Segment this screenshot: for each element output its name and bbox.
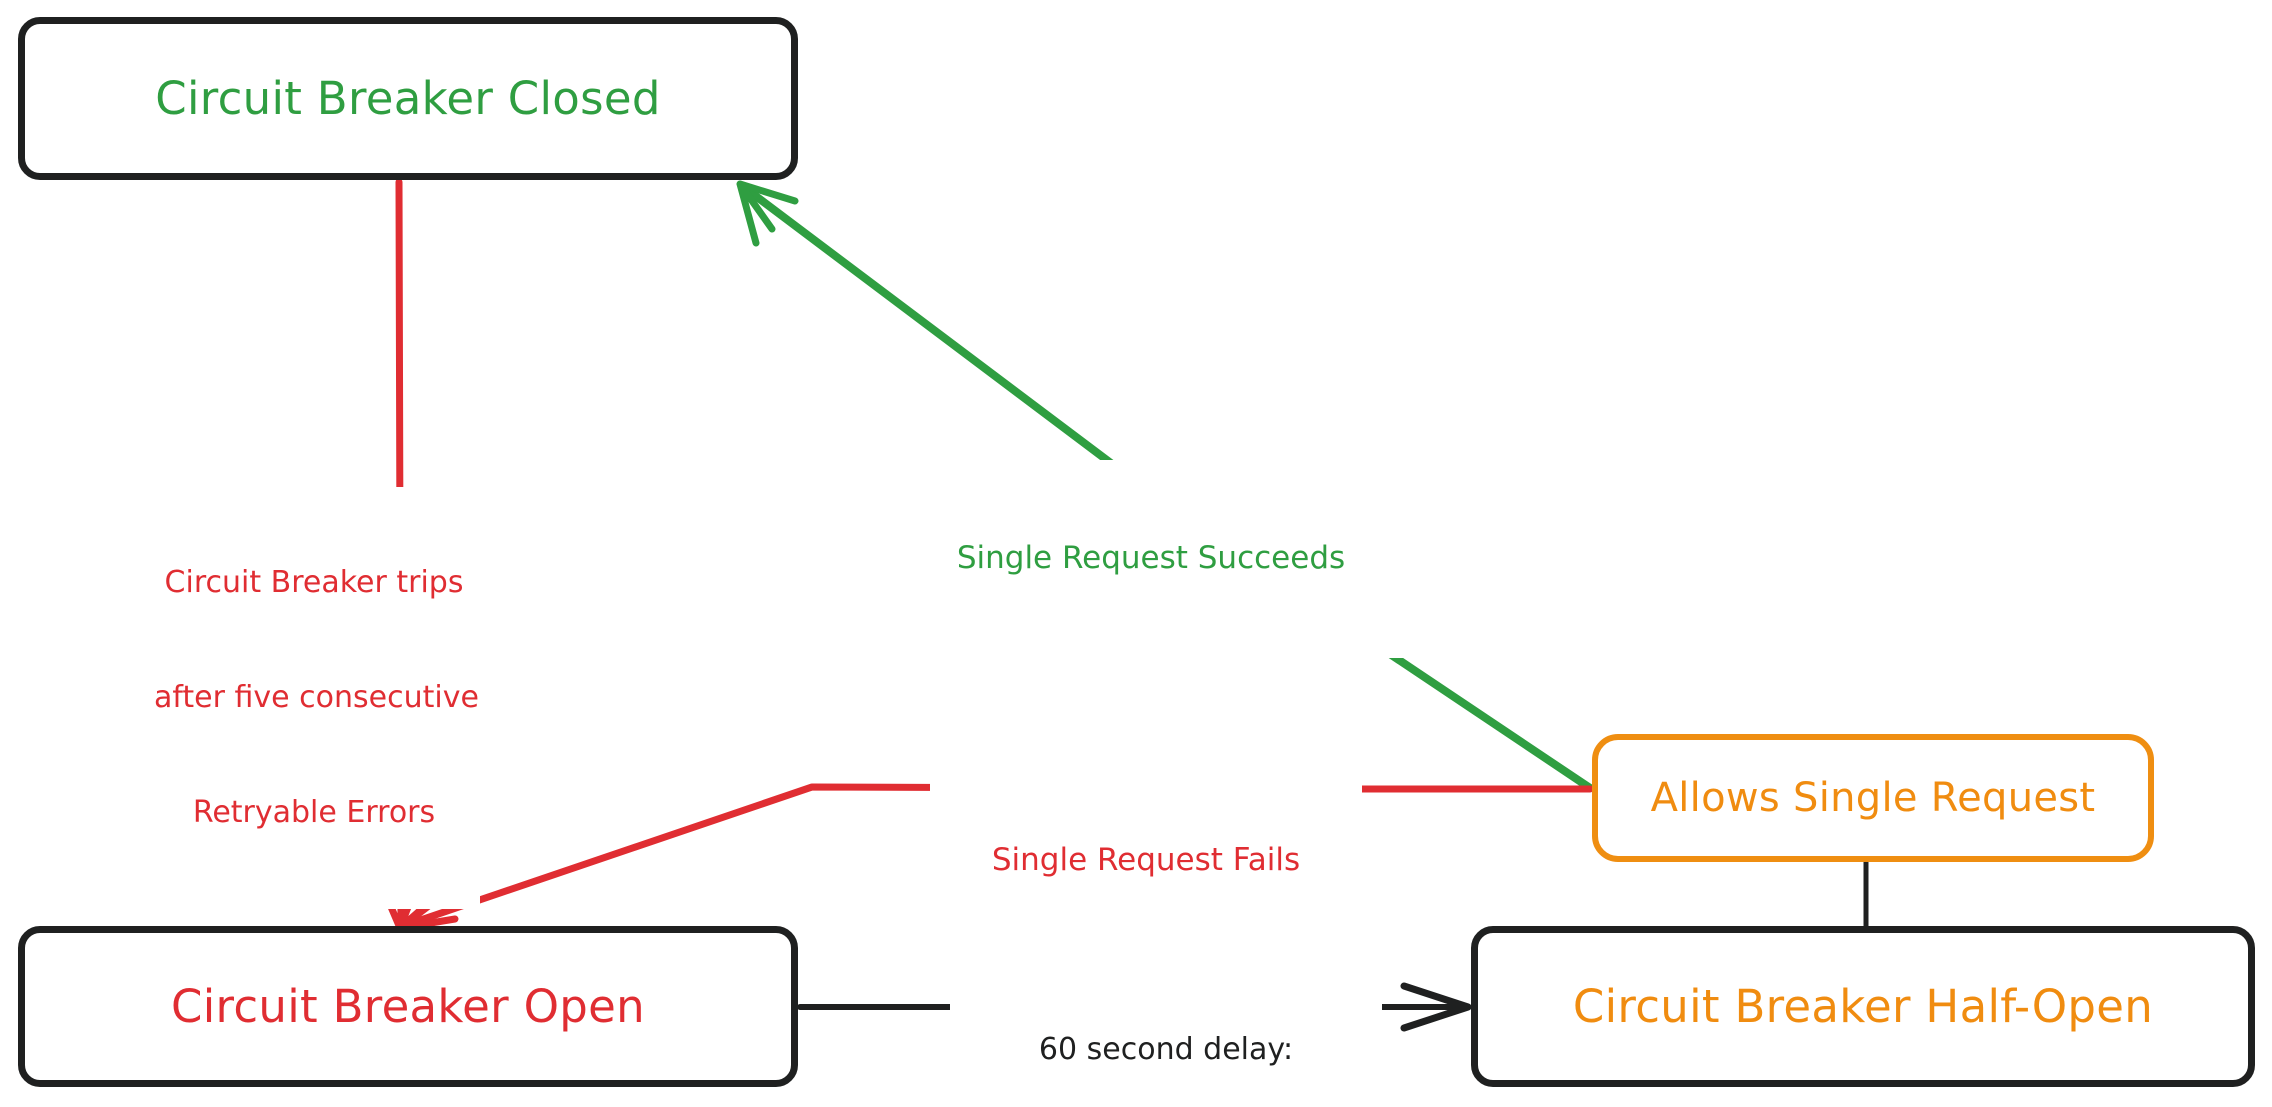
edge-label-line: 60 second delay: [1038, 1031, 1294, 1067]
node-label-circuit-breaker-closed: Circuit Breaker Closed [155, 71, 661, 125]
arrowhead-open-to-half-open [1400, 982, 1472, 1032]
node-label-circuit-breaker-half-open: Circuit Breaker Half-Open [1572, 979, 2154, 1033]
node-label-allows-single-request: Allows Single Request [1650, 775, 2096, 821]
edge-label-open-to-half-open: 60 second delay: No requests allowed [950, 954, 1382, 1107]
edge-label-closed-to-open: Circuit Breaker trips after five consecu… [148, 487, 480, 910]
node-circuit-breaker-open[interactable]: Circuit Breaker Open [18, 926, 798, 1087]
edge-label-line: Retryable Errors [192, 795, 436, 831]
node-circuit-breaker-closed[interactable]: Circuit Breaker Closed [18, 17, 798, 180]
edge-label-line: after five consecutive [154, 679, 479, 715]
edge-label-allows-to-closed: Single Request Succeeds [890, 460, 1412, 659]
edge-label-line: Single Request Fails [991, 842, 1301, 879]
node-allows-single-request[interactable]: Allows Single Request [1592, 734, 2154, 862]
arrowhead-allows-to-closed [736, 180, 799, 247]
node-circuit-breaker-half-open[interactable]: Circuit Breaker Half-Open [1471, 926, 2255, 1087]
node-label-circuit-breaker-open: Circuit Breaker Open [171, 979, 645, 1033]
edge-label-line: Circuit Breaker trips [164, 564, 464, 600]
edge-label-allows-to-open: Single Request Fails [930, 762, 1362, 961]
edge-label-line: Single Request Succeeds [956, 540, 1346, 577]
